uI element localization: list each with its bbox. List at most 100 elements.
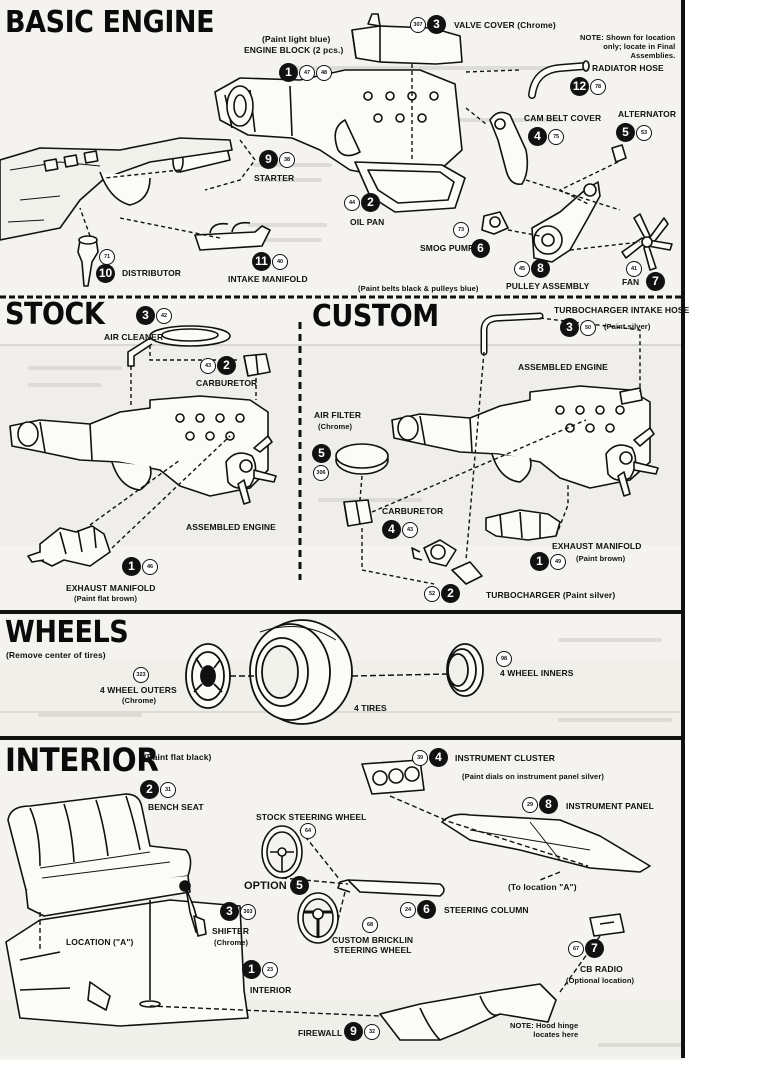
part-number: 31 — [160, 781, 176, 798]
step-number: 3 — [136, 306, 155, 325]
custom-leaders — [359, 317, 641, 585]
step-number: 9 — [259, 150, 278, 169]
instrument-cluster-label: INSTRUMENT CLUSTER — [455, 753, 556, 763]
wheel-outer-drawing — [185, 643, 231, 709]
part-number: 32 — [364, 1023, 380, 1040]
alternator-label: ALTERNATOR — [618, 109, 677, 119]
custom-air-filter-label: AIR FILTER — [314, 410, 362, 420]
step-number: 5 — [616, 123, 635, 142]
cam-belt-cover-drawing — [489, 111, 529, 186]
step-number: 2 — [361, 193, 380, 212]
part-number: 98 — [496, 651, 512, 667]
firewall-label: FIREWALL — [298, 1028, 343, 1038]
smog-pump-callout: 73 — [453, 222, 469, 238]
step-number: 3 — [560, 318, 579, 337]
step-number: 3 — [220, 902, 239, 921]
custom-air-filter-step: 5 — [312, 444, 331, 463]
instrument-panel-callout: 29 8 — [522, 795, 558, 814]
wheels-leaders — [230, 673, 449, 677]
step-number: 4 — [382, 520, 401, 539]
part-number: 71 — [99, 249, 115, 265]
step-number: 1 — [279, 63, 298, 82]
stock-exhaust-manifold-label: EXHAUST MANIFOLD — [66, 583, 156, 593]
cam-belt-cover-callout: 4 75 — [528, 127, 564, 146]
part-number: 50 — [580, 319, 596, 336]
part-number: 67 — [568, 940, 584, 957]
chassis-drawing — [0, 137, 233, 241]
section-title-basic-engine: BASIC ENGINE — [5, 5, 215, 40]
pulley-assembly-label: PULLEY ASSEMBLY — [506, 281, 590, 291]
paint-light-blue-note: (Paint light blue) — [262, 34, 331, 44]
shifter-paint: (Chrome) — [214, 938, 249, 947]
step-number: 2 — [140, 780, 159, 799]
step-number: 2 — [441, 584, 460, 603]
custom-steering-wheel-part: 68 — [362, 917, 378, 933]
part-number: 42 — [156, 307, 172, 324]
remove-tires-note: (Remove center of tires) — [6, 650, 106, 660]
step-number: 12 — [570, 77, 589, 96]
custom-exhaust-manifold-label: EXHAUST MANIFOLD — [552, 541, 642, 551]
stock-assembled-engine-label: ASSEMBLED ENGINE — [186, 522, 276, 532]
custom-turbo-hose-paint: (Paint silver) — [604, 322, 651, 331]
part-number: 306 — [313, 465, 329, 481]
stock-carburetor-label: CARBURETOR — [196, 378, 258, 388]
interior-callout: 1 23 — [242, 960, 278, 979]
distributor-drawing — [77, 237, 99, 287]
step-number: 1 — [530, 552, 549, 571]
custom-turbocharger-callout: 52 2 — [424, 584, 460, 603]
part-number: 52 — [424, 585, 440, 602]
stock-drawings — [9, 325, 277, 567]
engine-block-label: ENGINE BLOCK (2 pcs.) — [244, 45, 344, 55]
step-number: 8 — [539, 795, 558, 814]
custom-exhaust-manifold-callout: 1 49 — [530, 552, 566, 571]
part-number: 44 — [344, 194, 360, 211]
custom-carburetor-callout: 4 43 — [382, 520, 418, 539]
intake-manifold-label: INTAKE MANIFOLD — [228, 274, 308, 284]
fan-label: FAN — [622, 277, 640, 287]
custom-turbocharger-drawing — [411, 539, 483, 585]
steering-column-label: STEERING COLUMN — [444, 905, 529, 915]
cam-belt-cover-label: CAM BELT COVER — [524, 113, 602, 123]
part-number: 78 — [590, 78, 606, 95]
custom-steering-wheel-label: CUSTOM BRICKLIN STEERING WHEEL — [332, 935, 414, 955]
wheels-drawings — [185, 619, 484, 725]
step-number: 6 — [417, 900, 436, 919]
part-number: 75 — [548, 128, 564, 145]
section-dividers — [0, 295, 683, 740]
stock-leaders — [89, 345, 257, 549]
custom-air-filter-part: 306 — [313, 465, 329, 481]
shifter-callout: 3 303 — [220, 902, 256, 921]
custom-turbocharger-label: TURBOCHARGER (Paint silver) — [486, 590, 616, 600]
step-number: 4 — [429, 748, 448, 767]
oil-pan-label: OIL PAN — [350, 217, 385, 227]
part-number: 46 — [142, 558, 158, 575]
smog-pump-label: SMOG PUMP — [420, 243, 474, 253]
step-number: 1 — [122, 557, 141, 576]
oil-pan-callout: 44 2 — [344, 193, 380, 212]
interior-label: INTERIOR — [250, 985, 292, 995]
step-number: 8 — [531, 259, 550, 278]
belts-paint-note: (Paint belts black & pulleys blue) — [358, 284, 479, 293]
sheet-edge — [681, 0, 685, 1058]
distributor-label: DISTRIBUTOR — [122, 268, 182, 278]
stock-exhaust-manifold-callout: 1 46 — [122, 557, 158, 576]
stock-steering-wheel-part: 64 — [300, 823, 316, 839]
intake-manifold-drawing — [194, 225, 271, 251]
part-number: 38 — [279, 151, 295, 168]
custom-assembled-engine-label: ASSEMBLED ENGINE — [518, 362, 608, 372]
stock-steering-wheel-label: STOCK STEERING WHEEL — [256, 812, 367, 822]
custom-carburetor-label: CARBURETOR — [382, 506, 444, 516]
location-note: NOTE: Shown for location only; locate in… — [580, 33, 676, 60]
custom-steering-wheel-drawing — [297, 892, 339, 944]
shifter-drawing — [179, 880, 207, 937]
step-number: 2 — [217, 356, 236, 375]
wheel-outers-part: 323 — [133, 667, 149, 683]
step-number: 7 — [646, 272, 665, 291]
fan-step: 7 — [646, 272, 665, 291]
part-number: 45 — [514, 260, 530, 277]
section-title-wheels: WHEELS — [5, 615, 129, 650]
stock-exhaust-paint-note: (Paint flat brown) — [74, 594, 138, 603]
part-number: 68 — [362, 917, 378, 933]
